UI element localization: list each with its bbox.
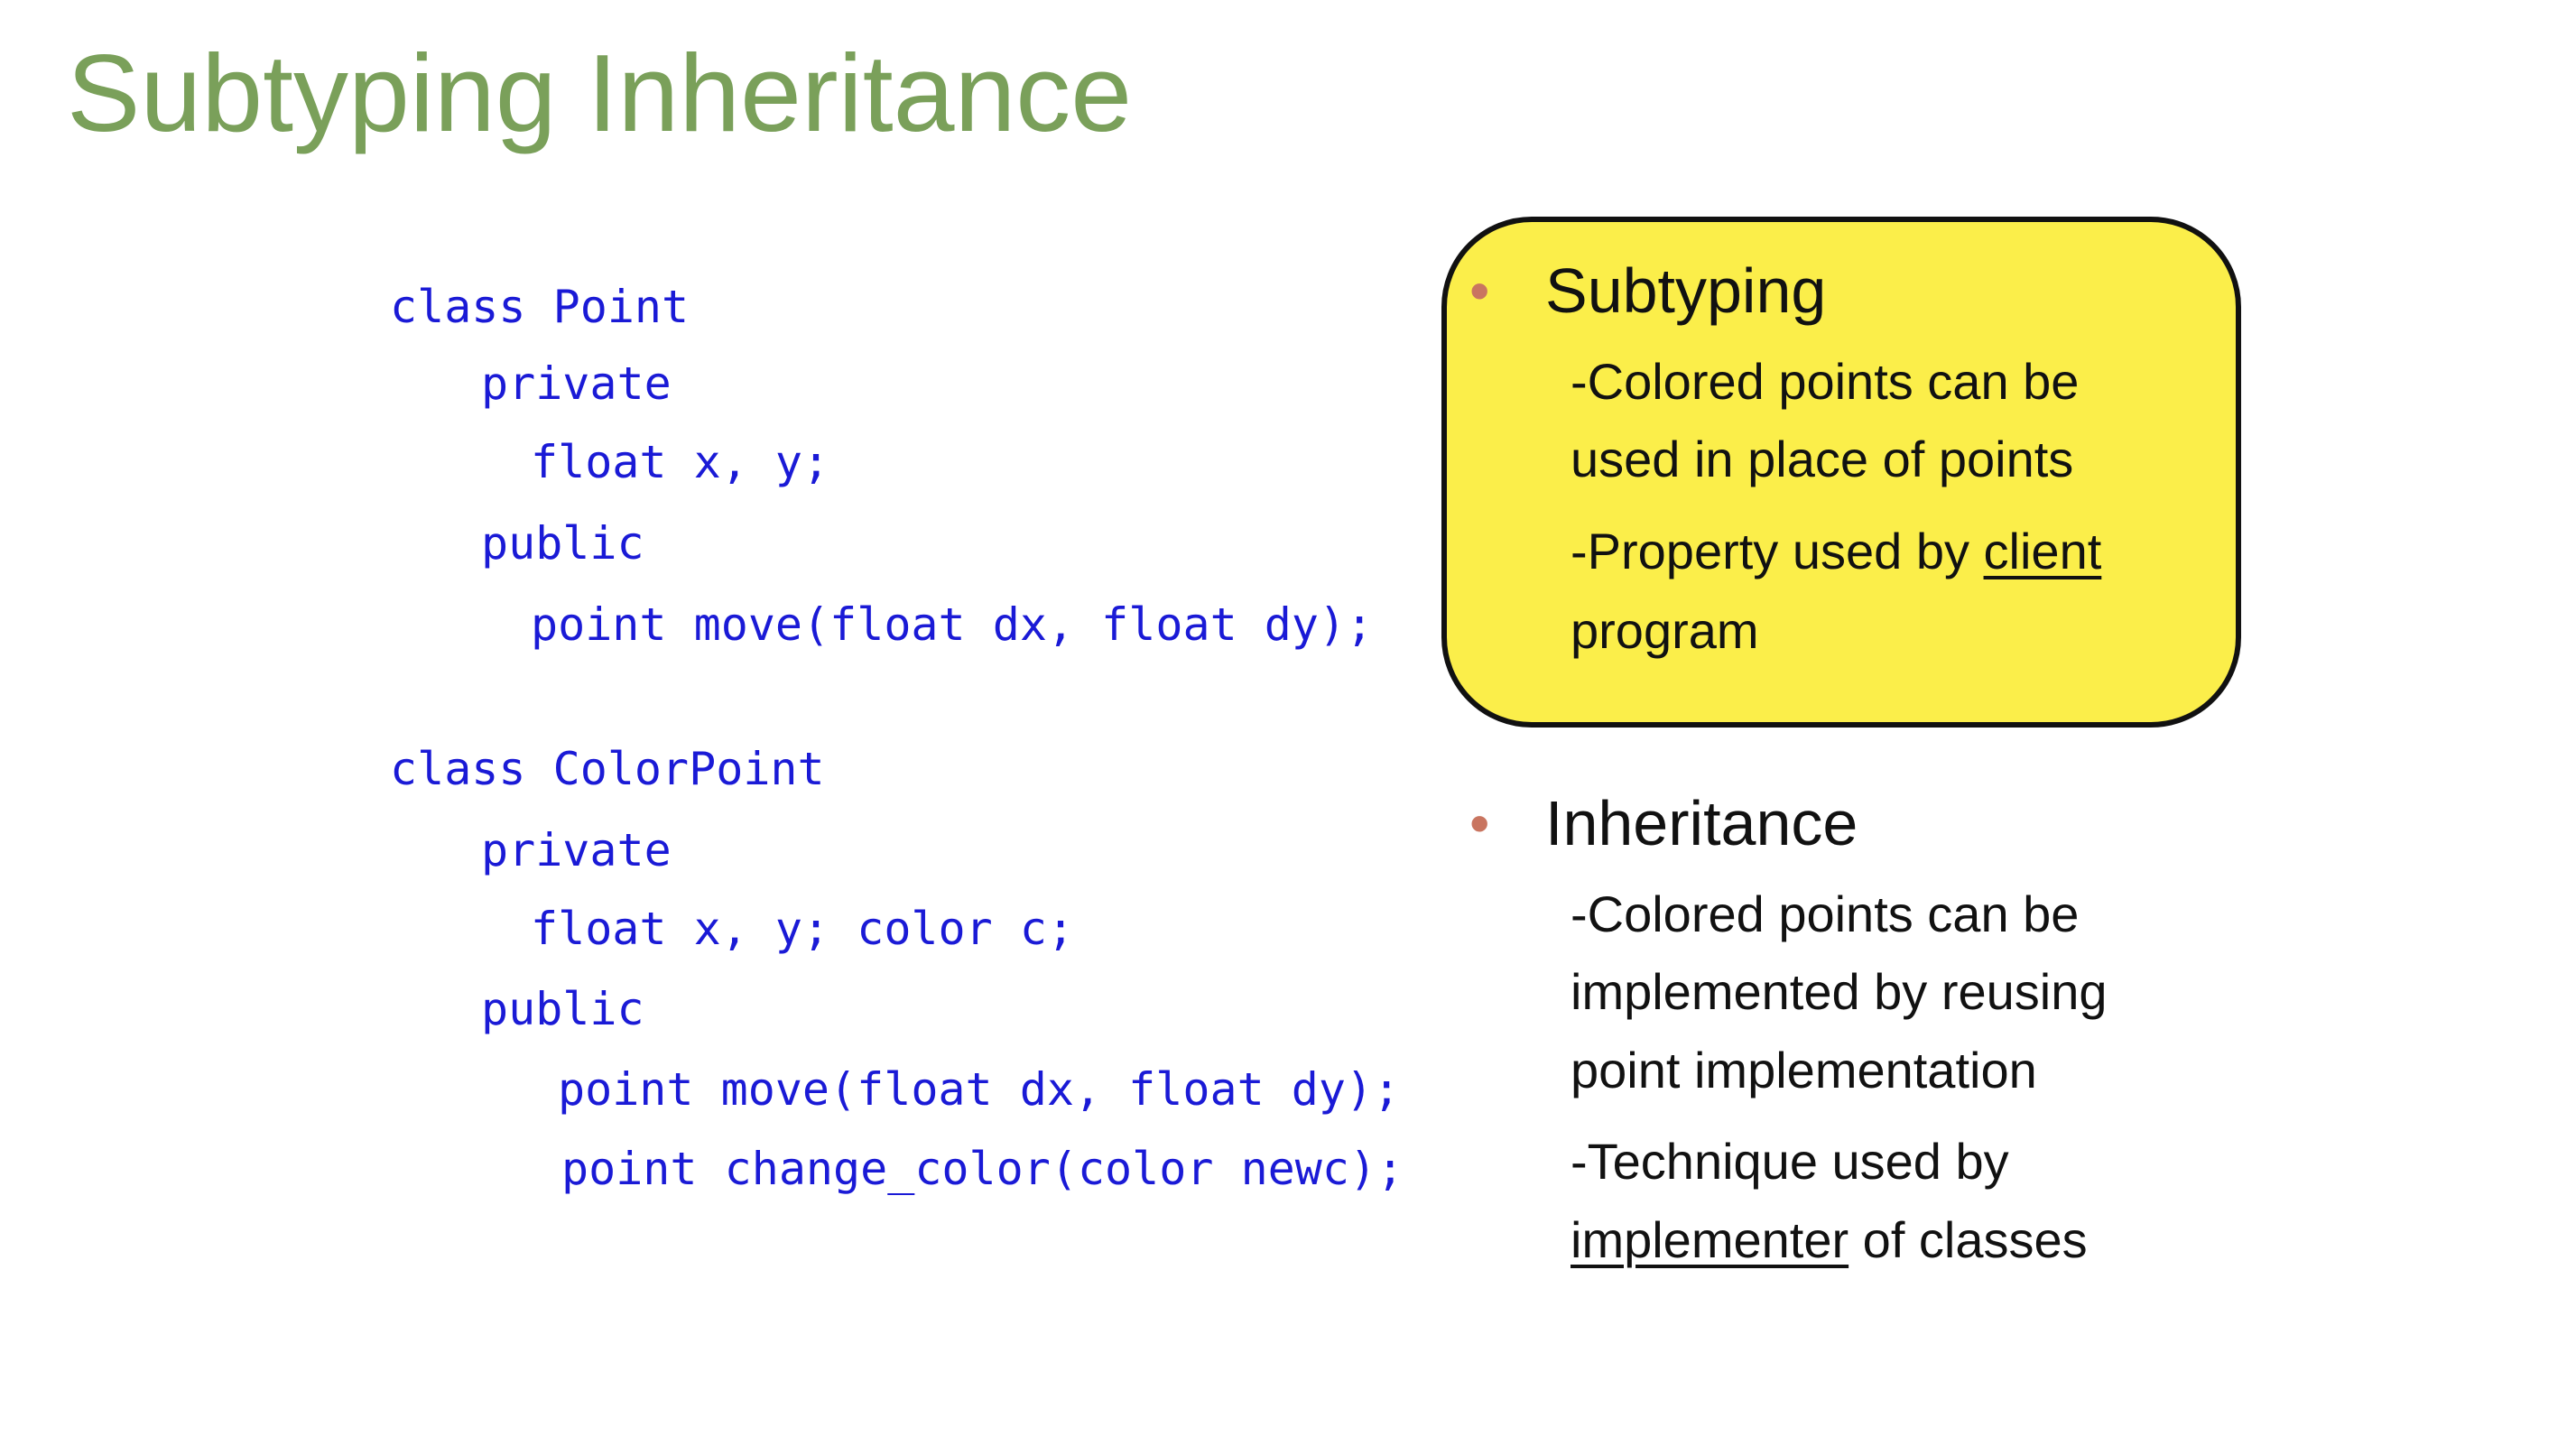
code-colorpoint-private-label: private <box>481 824 672 876</box>
subtyping-highlight-box <box>1441 217 2241 728</box>
code-colorpoint-private-fields: float x, y; color c; <box>531 903 1075 955</box>
subtyping-bullet-icon: • <box>1469 258 1490 323</box>
code-point-private-fields: float x, y; <box>531 436 830 488</box>
subtyping-point2-line2: program <box>1571 602 1759 659</box>
subtyping-heading: Subtyping <box>1545 255 1827 326</box>
code-colorpoint-method-move: point move(float dx, float dy); <box>558 1063 1401 1116</box>
code-point-class-header: class Point <box>390 281 690 333</box>
inheritance-point2-line2: implementer of classes <box>1571 1210 2088 1270</box>
subtyping-point1-line1: -Colored points can be <box>1571 353 2080 410</box>
code-colorpoint-method-change-color: point change_color(color newc); <box>561 1143 1404 1195</box>
code-colorpoint-public-label: public <box>481 983 644 1035</box>
inheritance-bullet-icon: • <box>1469 791 1490 856</box>
inheritance-point2-line1: -Technique used by <box>1571 1133 2009 1190</box>
code-point-private-label: private <box>481 357 672 410</box>
subtyping-point1-line2: used in place of points <box>1571 431 2074 487</box>
code-point-method-move: point move(float dx, float dy); <box>531 598 1374 651</box>
inheritance-point1-line1: -Colored points can be <box>1571 885 2080 942</box>
slide-title: Subtyping Inheritance <box>67 32 1133 154</box>
code-colorpoint-class-header: class ColorPoint <box>390 743 825 795</box>
subtyping-point2-client: client <box>1983 523 2102 579</box>
code-point-public-label: public <box>481 517 644 570</box>
inheritance-point1-line2: implemented by reusing <box>1571 963 2108 1020</box>
inheritance-point2-implementer: implementer <box>1571 1211 1849 1268</box>
inheritance-point2-suffix: of classes <box>1849 1211 2088 1268</box>
inheritance-point1-line3: point implementation <box>1571 1042 2037 1098</box>
inheritance-heading: Inheritance <box>1545 788 1858 858</box>
subtyping-point2-prefix: -Property used by <box>1571 523 1984 579</box>
subtyping-point2-line1: -Property used by client <box>1571 522 2101 581</box>
